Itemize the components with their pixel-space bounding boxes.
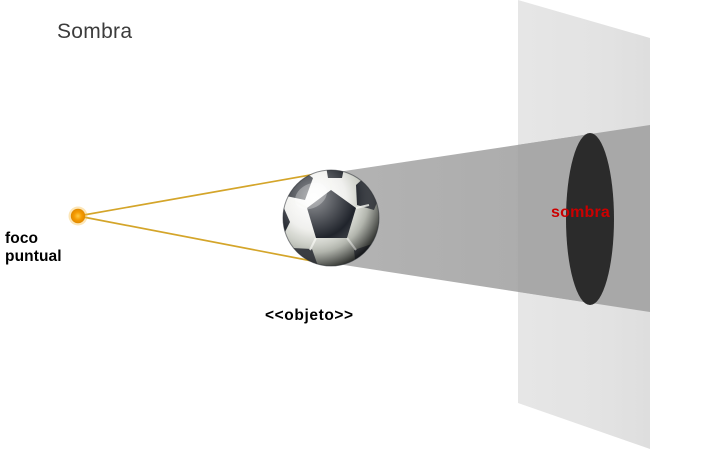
light-source-label: foco puntual [5, 230, 62, 266]
point-light-source [68, 206, 88, 226]
cast-shadow-ellipse [566, 133, 614, 305]
object-label: <<objeto>> [265, 307, 354, 324]
soccer-ball [282, 169, 380, 267]
shadow-label: sombra [551, 204, 610, 221]
page-title: Sombra [57, 20, 133, 43]
light-rays [77, 170, 334, 266]
ball-panels [283, 170, 379, 266]
